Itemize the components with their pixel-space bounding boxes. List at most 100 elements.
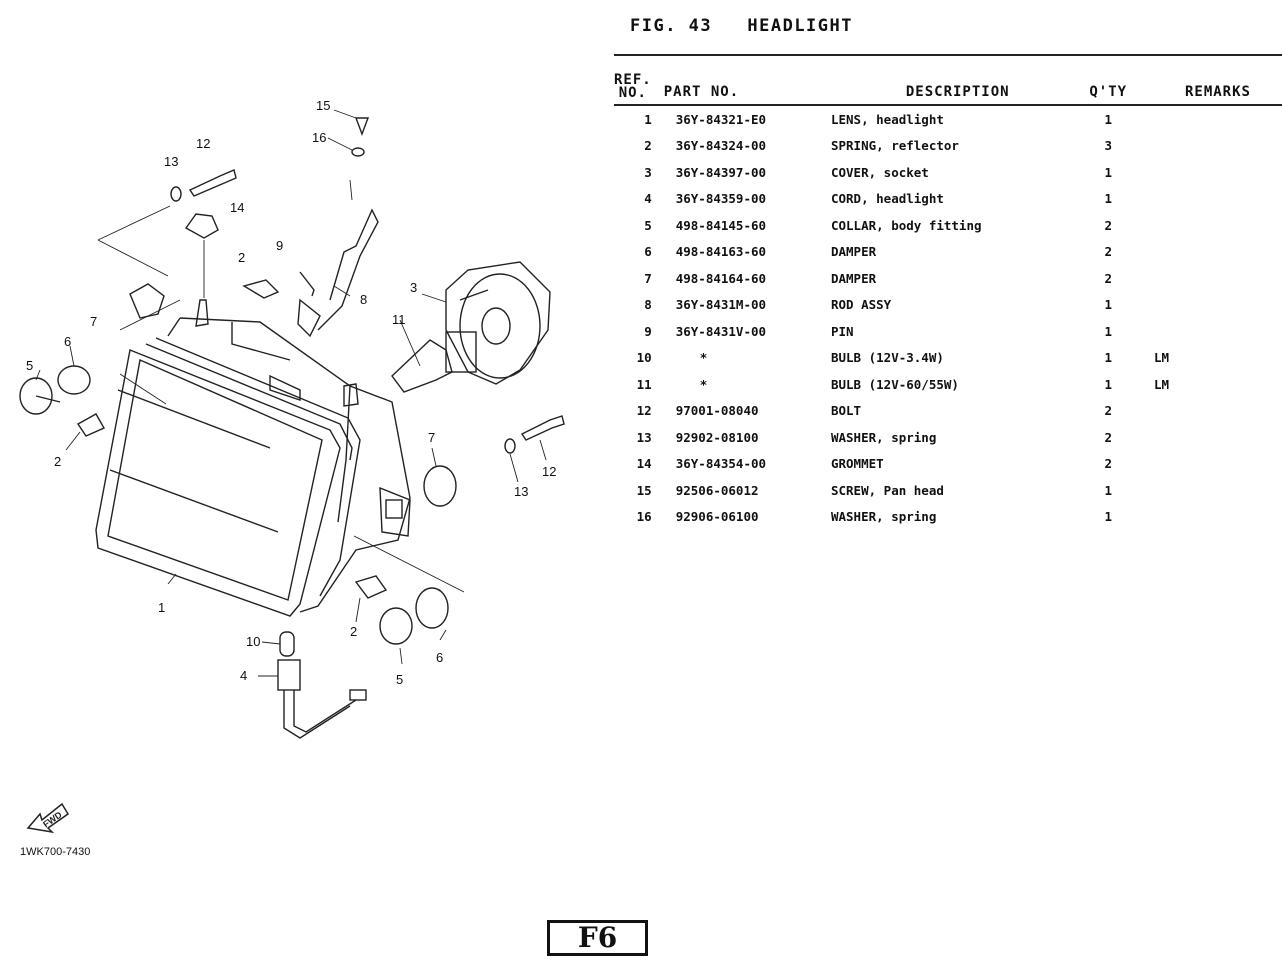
callout-4: 4 [240,668,247,683]
qty-cell: 2 [1104,244,1112,260]
ref-no-cell: 7 [644,270,652,286]
remarks-cell [1132,133,1282,160]
callout-12: 12 [542,464,556,479]
qty-cell: 1 [1104,191,1112,207]
remarks-cell [1132,318,1282,345]
callout-6: 6 [64,334,71,349]
callout-3: 3 [410,280,417,295]
callout-labels: 1 2 2 2 3 4 5 5 6 6 7 7 8 9 10 11 12 12 … [26,98,556,687]
ref-no-cell: 14 [636,456,652,472]
figure-number: FIG. 43 [630,16,713,36]
document-code: 1WK700-7430 [20,846,91,858]
qty-cell: 1 [1104,376,1112,392]
callout-11: 11 [392,312,406,327]
remarks-cell [1132,239,1282,266]
qty-cell: 2 [1104,217,1112,233]
qty-cell: 1 [1104,164,1112,180]
description-cell: ROD ASSY [830,297,892,313]
description-cell: BOLT [830,403,862,419]
ref-no-cell: 10 [636,350,652,366]
description-cell: CORD, headlight [830,191,944,207]
part-no-cell: * [699,350,708,366]
part-no-cell: 36Y-84397-00 [675,164,767,180]
column-header-part-no: PART NO. [663,54,831,106]
description-cell: COVER, socket [830,164,929,180]
qty-cell: 1 [1104,509,1112,525]
table-row: 3 36Y-84397-00 COVER, socket 1 [614,159,1282,186]
remarks-cell [1132,504,1282,531]
description-cell: SCREW, Pan head [830,482,944,498]
part-no-cell: 36Y-84359-00 [675,191,767,207]
leader-lines [35,109,547,677]
headlight-bulb [391,331,477,393]
qty-cell: 1 [1104,482,1112,498]
description-cell: BULB (12V-3.4W) [830,350,944,366]
remarks-cell [1132,424,1282,451]
headlight-cord [277,631,367,739]
description-cell: PIN [830,323,854,339]
ref-no-cell: 9 [644,323,652,339]
description-cell: LENS, headlight [830,111,944,127]
remarks-cell [1132,265,1282,292]
part-no-cell: 97001-08040 [675,403,759,419]
socket-cover [445,261,551,385]
headlight-housing [167,299,411,613]
remarks-cell [1132,159,1282,186]
remarks-cell [1132,451,1282,478]
remarks-cell [1132,477,1282,504]
callout-7: 7 [90,314,97,329]
qty-cell: 1 [1104,111,1112,127]
callout-7: 7 [428,430,435,445]
callout-10: 10 [246,634,260,649]
column-header-qty: Q'TY [1084,54,1132,106]
part-no-cell: 36Y-8431M-00 [675,297,767,313]
callout-16: 16 [312,130,326,145]
ref-no-cell: 6 [644,244,652,260]
callout-2: 2 [54,454,61,469]
description-cell: WASHER, spring [830,509,937,525]
remarks-cell [1132,105,1282,133]
description-cell: WASHER, spring [830,429,937,445]
callout-8: 8 [360,292,367,307]
remarks-cell [1132,186,1282,213]
callout-1: 1 [158,600,165,615]
part-no-cell: 92906-06100 [675,509,759,525]
small-parts [19,117,565,645]
ref-no-cell: 8 [644,297,652,313]
ref-no-cell: 3 [644,164,652,180]
remarks-cell [1132,212,1282,239]
headlight-lens [95,337,361,617]
part-no-cell: 498-84163-60 [675,244,767,260]
description-cell: SPRING, reflector [830,138,959,154]
description-cell: BULB (12V-60/55W) [830,376,959,392]
qty-cell: 2 [1104,403,1112,419]
part-no-cell: * [699,376,708,392]
part-no-cell: 36Y-84321-E0 [675,111,767,127]
parts-table: REF.NO. PART NO. DESCRIPTION Q'TY REMARK… [614,54,1282,530]
remarks-cell: LM [1153,350,1170,366]
callout-13: 13 [164,154,178,169]
figure-title: HEADLIGHT [747,16,853,36]
column-header-description: DESCRIPTION [830,54,1085,106]
qty-cell: 1 [1104,323,1112,339]
description-cell: DAMPER [830,270,877,286]
remarks-cell: LM [1153,376,1170,392]
qty-cell: 2 [1104,270,1112,286]
ref-no-cell: 12 [636,403,652,419]
qty-cell: 2 [1104,456,1112,472]
description-cell: GROMMET [830,456,884,472]
callout-6: 6 [436,650,443,665]
